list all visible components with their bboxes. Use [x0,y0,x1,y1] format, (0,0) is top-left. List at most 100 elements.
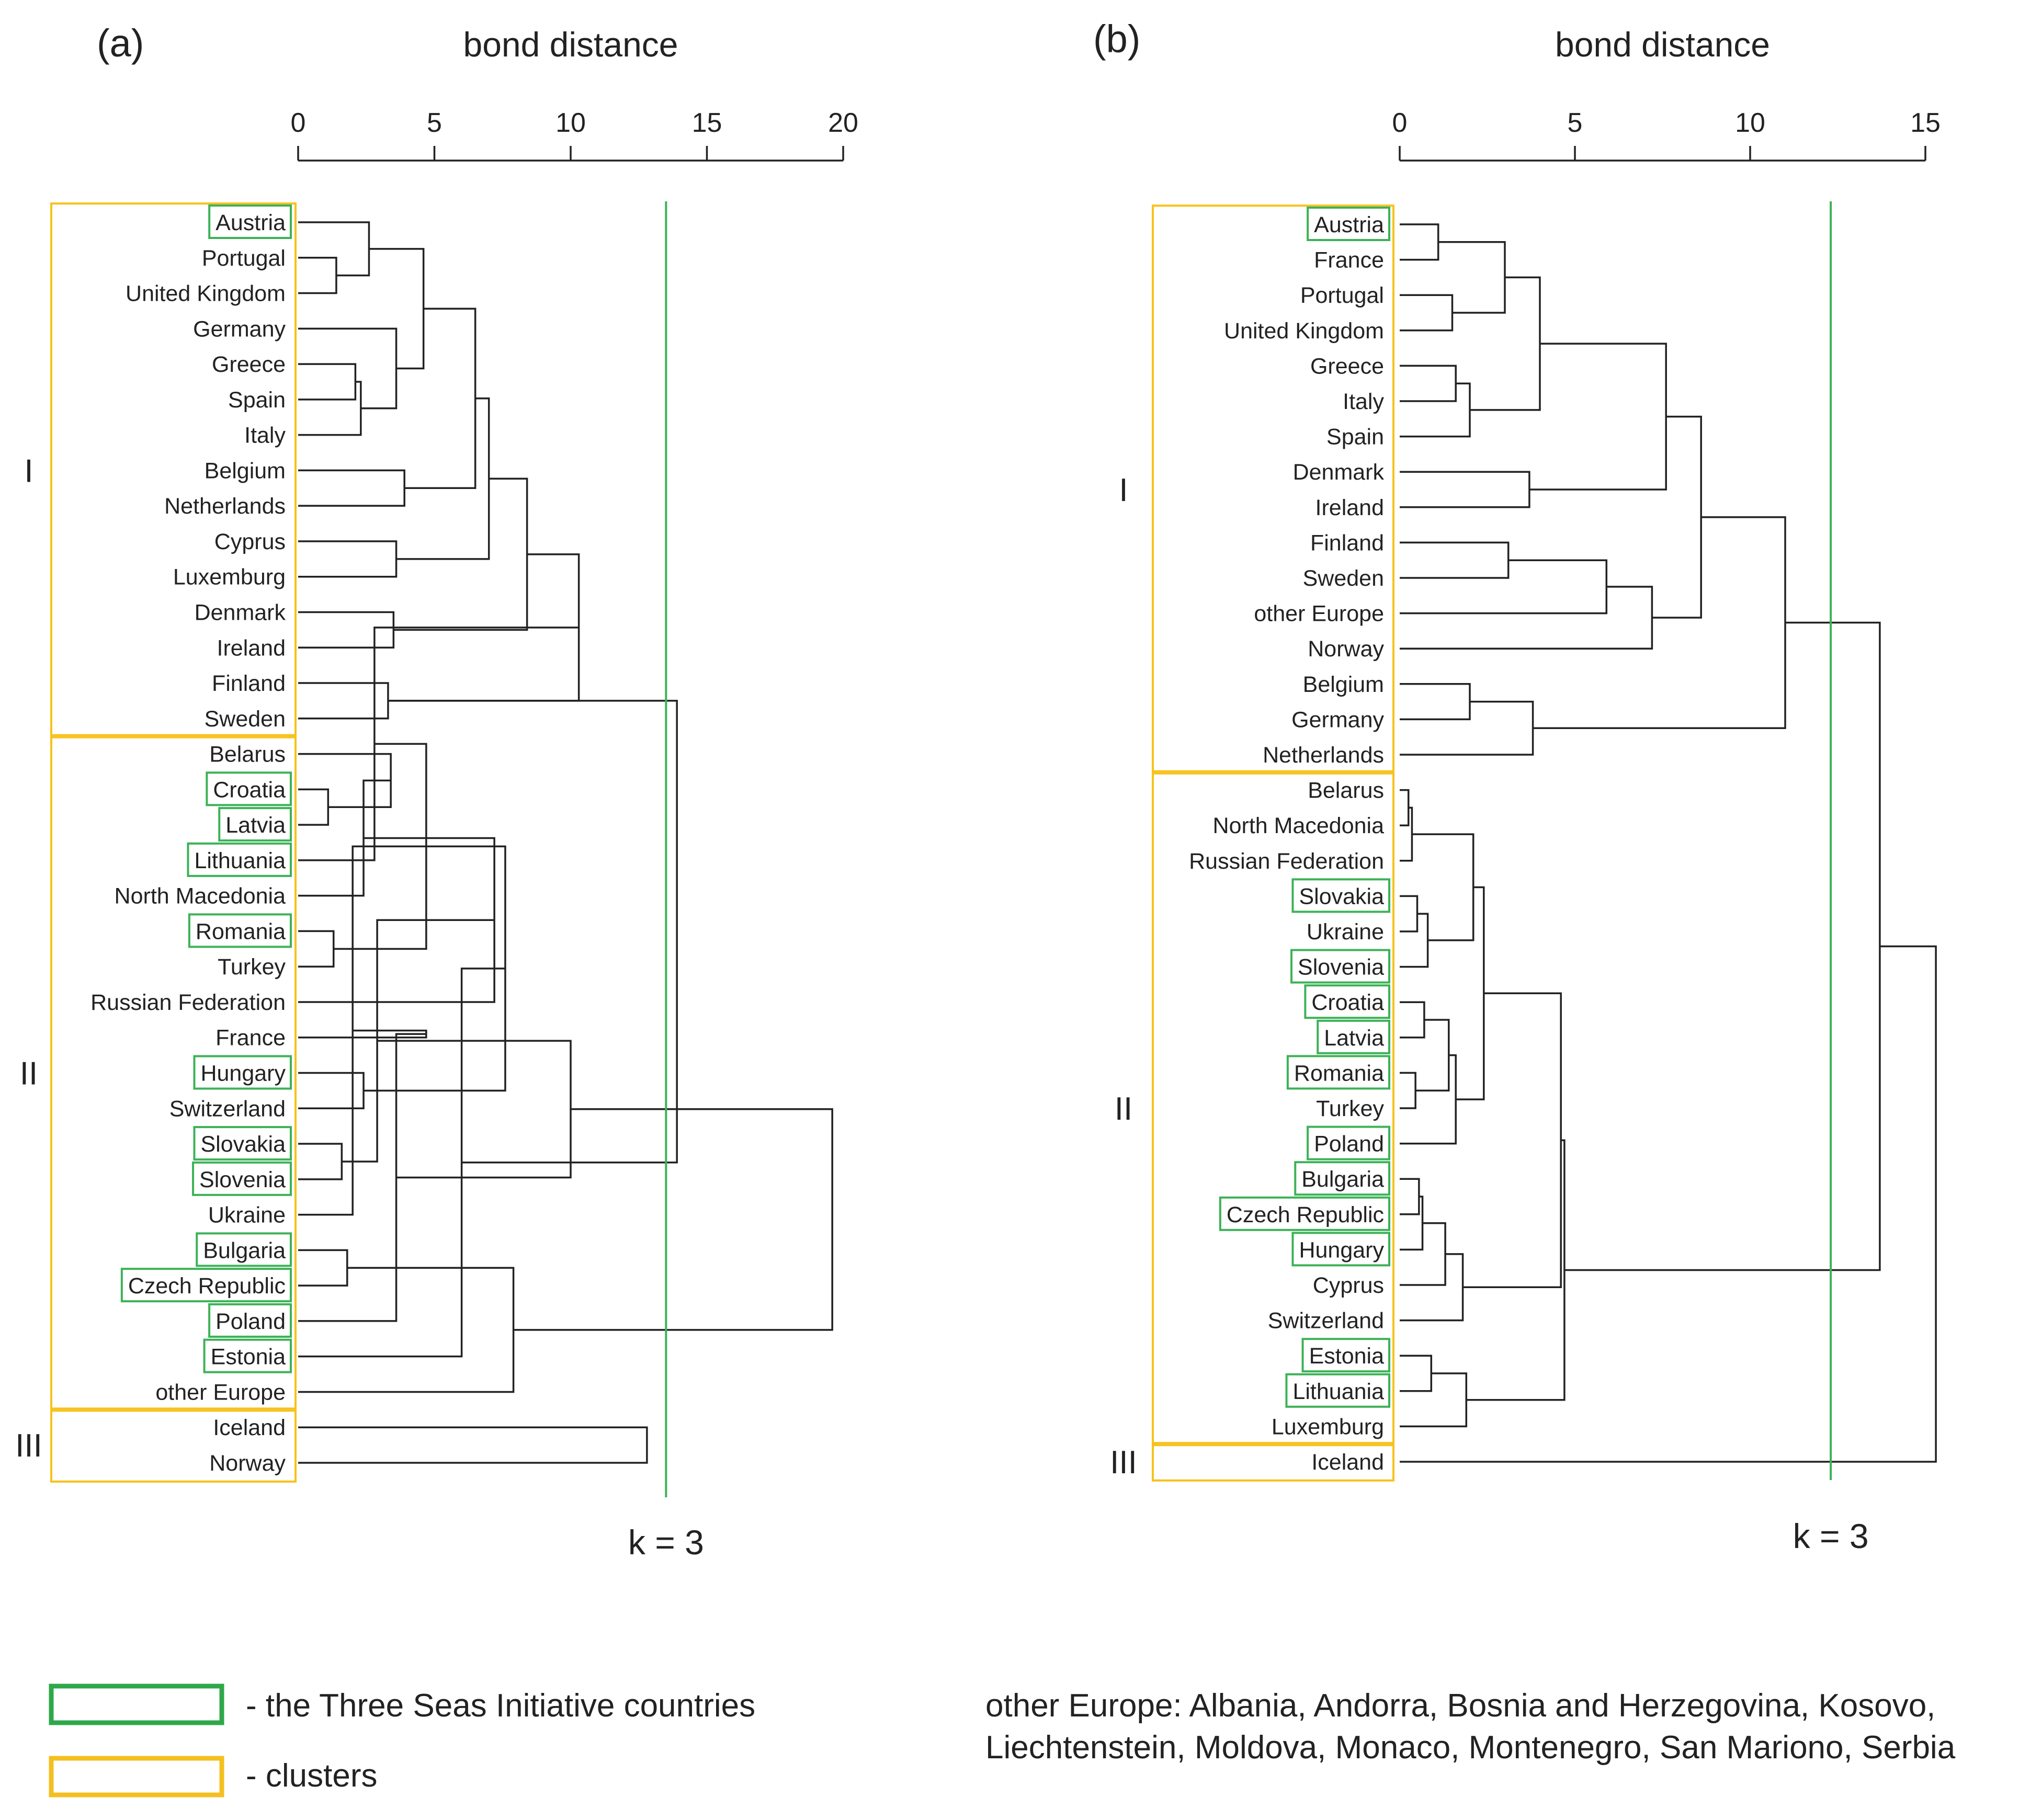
country-label: Ukraine [1307,919,1384,945]
country-label: Ukraine [208,1203,286,1228]
merge-link [1400,913,1429,968]
country-label: Norway [1308,636,1384,662]
country-label: Switzerland [1268,1309,1384,1334]
cluster-label: I [24,453,33,489]
country-label: United Kingdom [126,281,286,306]
cluster-label: III [15,1428,42,1464]
cut-label: k = 3 [1793,1517,1869,1555]
axis-tick-label: 5 [1568,108,1583,138]
three-seas-box [1294,1161,1390,1196]
axis-tick-label: 20 [828,108,858,138]
country-label: Spain [1326,425,1384,450]
country-label: Austria [215,210,286,235]
country-label: Slovenia [1298,955,1384,980]
merge-link [1400,1054,1457,1145]
three-seas-box [1285,1373,1390,1408]
country-label: Belgium [205,458,286,483]
merge-link [298,627,579,861]
merge-link [1400,559,1608,615]
merge-link [1400,541,1510,579]
merge-link [1529,343,1667,491]
merge-link [1400,382,1471,438]
country-label: Iceland [1311,1450,1384,1475]
country-label: Turkey [1316,1096,1384,1121]
merge-link [1400,1372,1468,1428]
country-label: Netherlands [164,494,286,519]
three-seas-box [208,204,292,239]
three-seas-box [1307,1125,1390,1161]
merge-link [404,308,477,490]
country-label: Denmark [1293,460,1385,485]
three-seas-box [203,1338,292,1373]
merge-link [1400,1355,1433,1392]
three-seas-box [218,807,292,842]
merge-link [513,1108,833,1331]
three-seas-box [196,1232,292,1267]
merge-link [1400,945,1937,1463]
axis-tick-label: 0 [1392,108,1408,138]
three-seas-box [1291,1232,1390,1267]
merge-link [377,1040,572,1179]
three-seas-box [1286,1055,1390,1090]
merge-link [1533,516,1786,730]
merge-link [1438,241,1506,314]
merge-link [1400,223,1439,261]
merge-link [298,1072,365,1110]
country-label: Latvia [225,813,286,838]
country-label: Poland [215,1309,286,1334]
country-label: Bulgaria [1301,1167,1384,1192]
country-label: Switzerland [169,1096,286,1121]
three-seas-legend-label: - the Three Seas Initiative countries [246,1688,755,1724]
merge-link [1400,700,1534,756]
merge-link [1456,886,1485,1100]
cluster-label: II [20,1056,38,1092]
panel-label: (b) [1093,17,1140,61]
three-seas-box [192,1161,292,1196]
country-label: Luxemburg [173,565,286,590]
merge-link [298,327,398,410]
country-label: Austria [1314,212,1384,237]
country-label: Slovakia [200,1132,286,1157]
three-seas-box [187,842,292,877]
merge-link [1400,365,1457,402]
country-label: Poland [1314,1132,1384,1157]
merge-link [1400,683,1471,721]
three-seas-box [206,771,292,806]
country-label: Greece [1310,354,1384,379]
country-label: Bulgaria [203,1238,286,1263]
other-europe-note-line2: Liechtenstein, Moldova, Monaco, Monteneg… [985,1730,1956,1766]
axis-tick-label: 0 [291,108,306,138]
merge-link [298,930,335,968]
country-label: Croatia [213,777,286,802]
country-label: Slovakia [1299,884,1384,909]
three-seas-legend-swatch [49,1684,224,1725]
country-label: Ireland [1315,495,1384,520]
cluster-box [50,1407,297,1483]
country-label: Hungary [1299,1237,1384,1262]
merge-link [1400,586,1653,650]
merge-link [1400,1253,1464,1322]
merge-link [1466,1139,1566,1401]
cluster-label: I [1119,472,1128,508]
country-label: Sweden [1303,566,1384,591]
country-label: Estonia [1309,1344,1385,1369]
cluster-box [1152,770,1394,1447]
clusters-legend-label: - clusters [246,1758,377,1794]
country-label: Belgium [1303,672,1384,697]
dendrogram-tree [298,221,833,1464]
country-label: Italy [1343,389,1384,414]
country-label: Estonia [211,1345,286,1370]
merge-link [298,363,357,401]
country-label: Finland [212,671,286,696]
cluster-box [1152,1442,1394,1482]
dendrogram-tree [1400,223,1937,1463]
country-label: Romania [1294,1061,1384,1086]
axis-title: bond distance [463,25,678,64]
country-label: Sweden [205,707,286,732]
country-label: Spain [228,388,286,413]
merge-link [1400,294,1454,332]
merge-link [1412,833,1474,941]
country-label: Portugal [1300,283,1384,308]
country-label: Slovenia [199,1167,286,1192]
